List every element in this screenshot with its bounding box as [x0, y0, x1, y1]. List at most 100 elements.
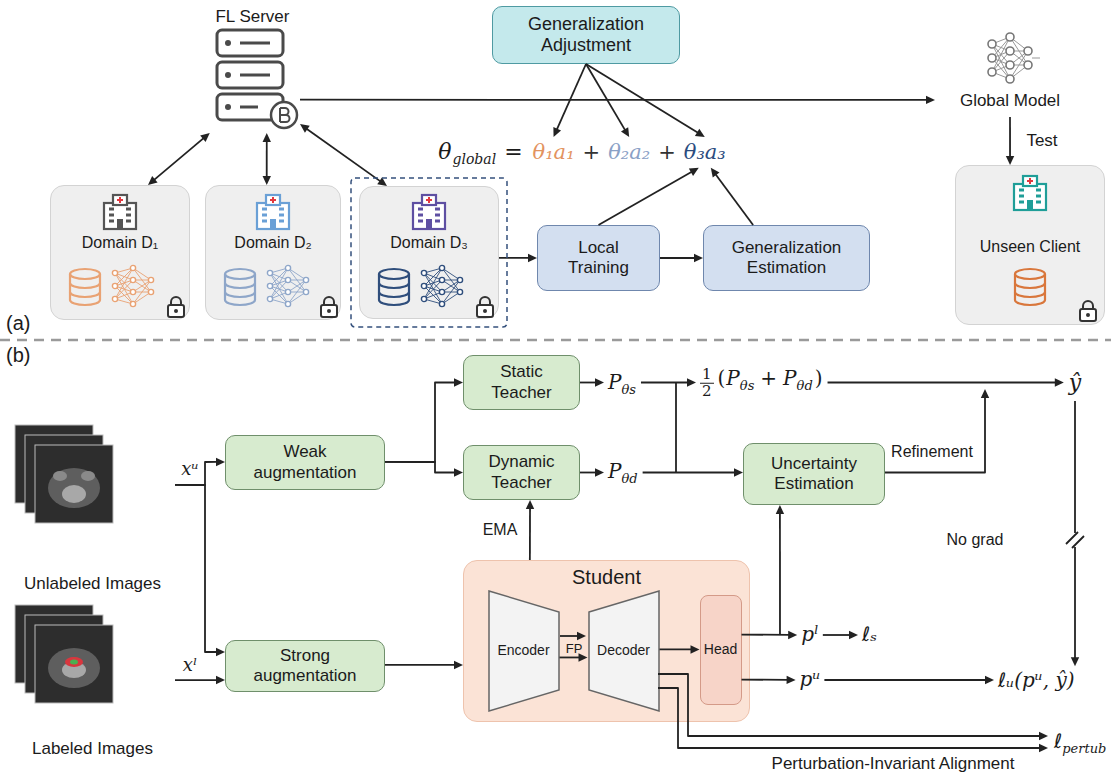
- connector: [175, 485, 225, 656]
- edge-label: xᵘ: [181, 458, 198, 479]
- icon-part: [1015, 269, 1045, 305]
- flow-arrow: [823, 631, 858, 639]
- flow-arrow: [586, 64, 705, 137]
- connector-line: [716, 174, 754, 225]
- flow-arrow: [553, 64, 586, 137]
- process-box: Weak augmentation: [225, 435, 385, 490]
- math-symbol: θ₃a₃: [684, 140, 726, 165]
- math-expression: Perturbation-Invariant Alignment: [772, 754, 1015, 774]
- node-label: Decoder: [597, 642, 650, 659]
- decoder-block: Decoder: [588, 590, 660, 712]
- node-label: Dynamic Teacher: [472, 452, 571, 492]
- icon-part: [240, 43, 270, 107]
- flow-arrow: [658, 674, 1048, 740]
- arrow-head: [694, 254, 703, 262]
- flow-arrow: [580, 378, 604, 386]
- connector-line: [175, 679, 217, 681]
- node-label: Weak augmentation: [234, 442, 376, 482]
- icon-part: [1006, 61, 1014, 69]
- math-symbol: ): [815, 367, 823, 391]
- icon-part: [225, 269, 255, 305]
- connector-line: [658, 688, 1040, 748]
- flow-arrow: [599, 168, 699, 225]
- math-symbol: θd: [621, 471, 637, 486]
- icon-part: [477, 297, 493, 317]
- icon-part: [1006, 75, 1014, 83]
- icon-part: [70, 660, 78, 665]
- icon-part: [988, 33, 1032, 83]
- edge-label: xˡ: [183, 654, 198, 675]
- connector: [385, 661, 463, 669]
- icon-part: [168, 297, 184, 317]
- flow-arrow: [676, 383, 677, 473]
- math-symbol: P: [783, 367, 796, 391]
- flow-arrow: [742, 676, 796, 684]
- icon-part: [225, 72, 231, 78]
- connector-line: [675, 383, 677, 473]
- node-label: Labeled Images: [32, 739, 153, 759]
- arrow-head: [553, 127, 561, 137]
- arrow-head: [787, 676, 796, 684]
- node-label: Head: [704, 641, 737, 658]
- icon-part: [413, 195, 445, 229]
- icon-part: [48, 648, 100, 688]
- math-expression: 12(Pθs+Pθd): [700, 367, 823, 400]
- math-expression: (a): [6, 312, 30, 336]
- math-expression: pˡ: [801, 623, 819, 647]
- icon-part: [53, 471, 67, 481]
- flow-arrow: [658, 688, 1048, 752]
- flow-arrow: [828, 378, 1064, 386]
- math-symbol: ŷ: [1069, 370, 1081, 396]
- flow-arrow: [641, 378, 696, 386]
- connector-line: [599, 172, 692, 225]
- connector-line: [557, 64, 586, 130]
- flow-arrow: [885, 389, 989, 473]
- math-symbol: θ₁a₁: [533, 140, 575, 165]
- arrow-head: [1055, 378, 1064, 386]
- arrow-head: [690, 645, 699, 653]
- flow-arrow: [711, 168, 753, 225]
- encoder-block: Encoder: [488, 590, 560, 712]
- math-symbol: ℓ: [1054, 730, 1062, 754]
- flow-arrow: [776, 505, 784, 635]
- connector-line: [580, 472, 596, 474]
- icon-part: [225, 104, 231, 110]
- connector-line: [828, 382, 1056, 384]
- arrow-head: [216, 648, 225, 656]
- node-label: Global Model: [960, 91, 1060, 111]
- icon-part: [1014, 176, 1046, 210]
- block-outline: [489, 591, 559, 711]
- math-symbol: θs: [740, 377, 755, 392]
- fraction: 12: [700, 367, 714, 400]
- stop-gradient-mark: [1066, 532, 1084, 548]
- connector: [300, 96, 935, 104]
- math-symbol: +: [658, 140, 676, 165]
- arrow-head: [148, 176, 158, 185]
- connector-line: [580, 382, 596, 384]
- math-symbol: pˡ: [801, 623, 819, 647]
- connector-line: [529, 508, 531, 560]
- connector-line: [499, 257, 529, 259]
- icon-part: [1006, 33, 1014, 41]
- connector-line: [385, 664, 455, 666]
- icon-part: [112, 265, 153, 306]
- connector-line: [307, 129, 381, 182]
- connector: [175, 676, 225, 684]
- node-label: Generalization Adjustment: [501, 14, 671, 56]
- node-label: Encoder: [497, 642, 549, 659]
- process-box: Strong augmentation: [225, 640, 385, 692]
- model-icon: [988, 33, 1040, 83]
- math-symbol: pertub: [1062, 741, 1106, 756]
- connector-line: [300, 99, 927, 101]
- math-symbol: θ₂a₂: [608, 140, 650, 165]
- icon-part: [257, 195, 289, 229]
- math-expression: Pθd: [608, 460, 638, 484]
- icon-part: [35, 625, 113, 703]
- arrow-head: [454, 378, 463, 386]
- text-label: Perturbation-Invariant Alignment: [772, 754, 1015, 774]
- arrow-head: [788, 631, 797, 639]
- arrow-head: [454, 661, 463, 669]
- edge-label: FP: [566, 641, 583, 656]
- icon-part: [104, 195, 136, 229]
